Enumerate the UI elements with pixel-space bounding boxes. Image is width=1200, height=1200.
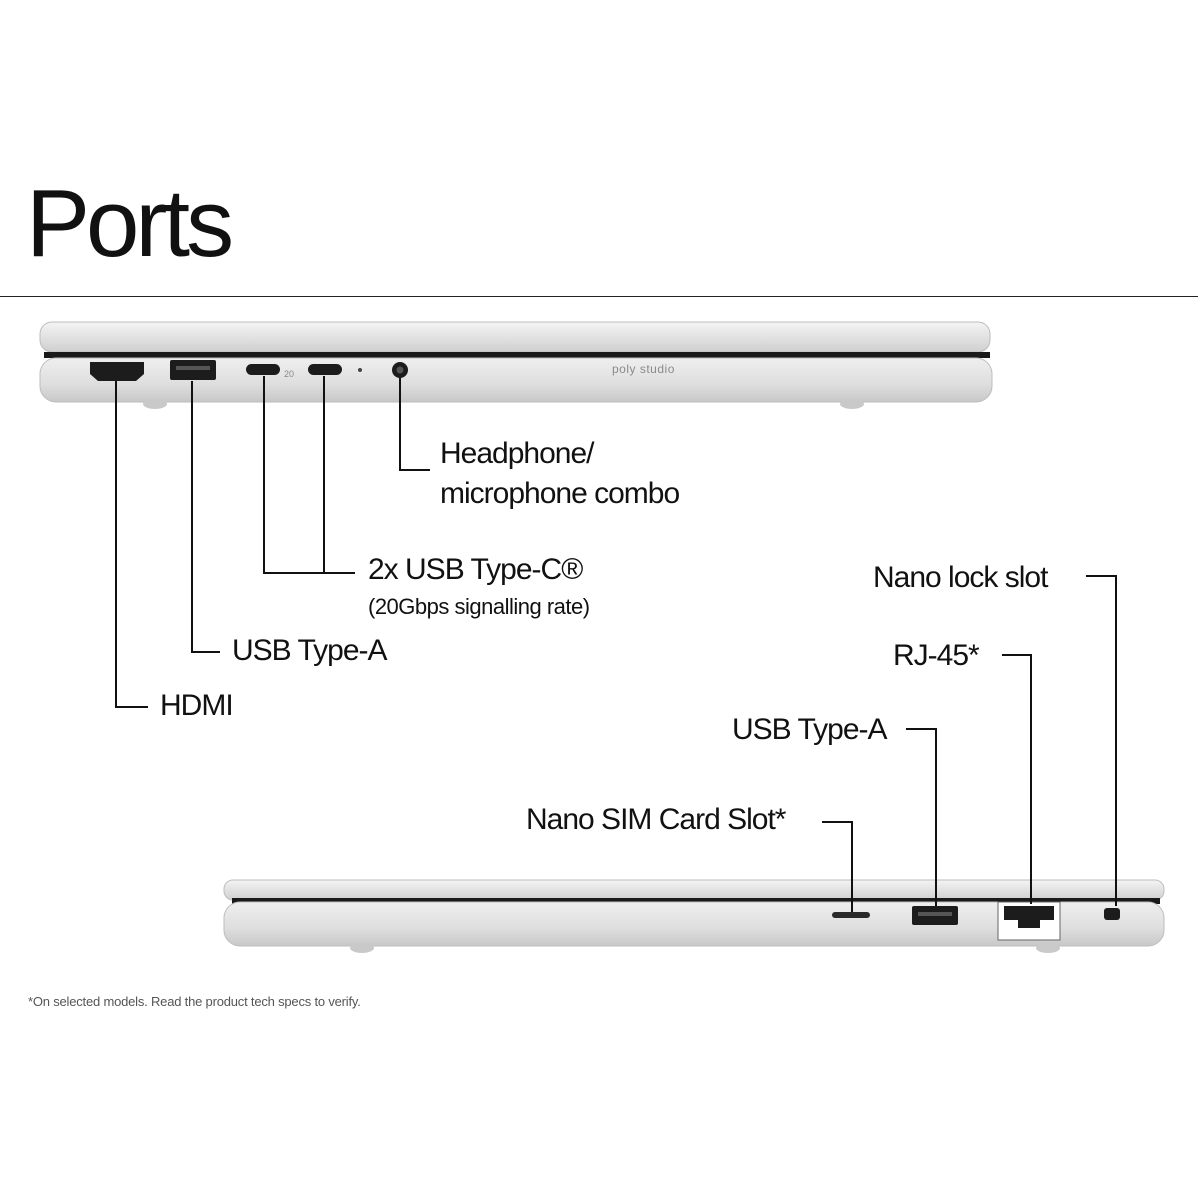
hdmi-label: HDMI xyxy=(160,689,234,722)
poly-studio-logo: poly studio xyxy=(612,362,675,376)
usb-c-label: 2x USB Type-C® xyxy=(368,553,583,586)
nano-lock-slot-icon xyxy=(1104,908,1120,920)
footnote: *On selected models. Read the product te… xyxy=(28,994,361,1009)
laptop-right-side xyxy=(223,879,1165,953)
usb-c-port-2-icon xyxy=(308,364,342,375)
svg-text:20: 20 xyxy=(284,369,294,379)
sim-slot-icon xyxy=(832,912,870,918)
usb-c-port-1-icon xyxy=(246,364,280,375)
laptop-left-side: 20 xyxy=(39,321,993,409)
hdmi-port-icon xyxy=(90,362,144,381)
title-divider xyxy=(0,296,1198,297)
headphone-label-line2: microphone combo xyxy=(440,477,680,510)
nano-lock-label: Nano lock slot xyxy=(873,561,1048,594)
headphone-label-line1: Headphone/ xyxy=(440,437,594,470)
rj45-label: RJ-45* xyxy=(893,639,980,672)
usb-a-right-label: USB Type-A xyxy=(732,713,888,746)
usb-a-label: USB Type-A xyxy=(232,634,388,667)
usb-c-sublabel: (20Gbps signalling rate) xyxy=(368,594,590,619)
page-title: Ports xyxy=(26,170,234,277)
sim-slot-label: Nano SIM Card Slot* xyxy=(526,803,786,836)
left-callout-lines xyxy=(115,376,430,708)
right-callout-lines xyxy=(822,575,1117,912)
